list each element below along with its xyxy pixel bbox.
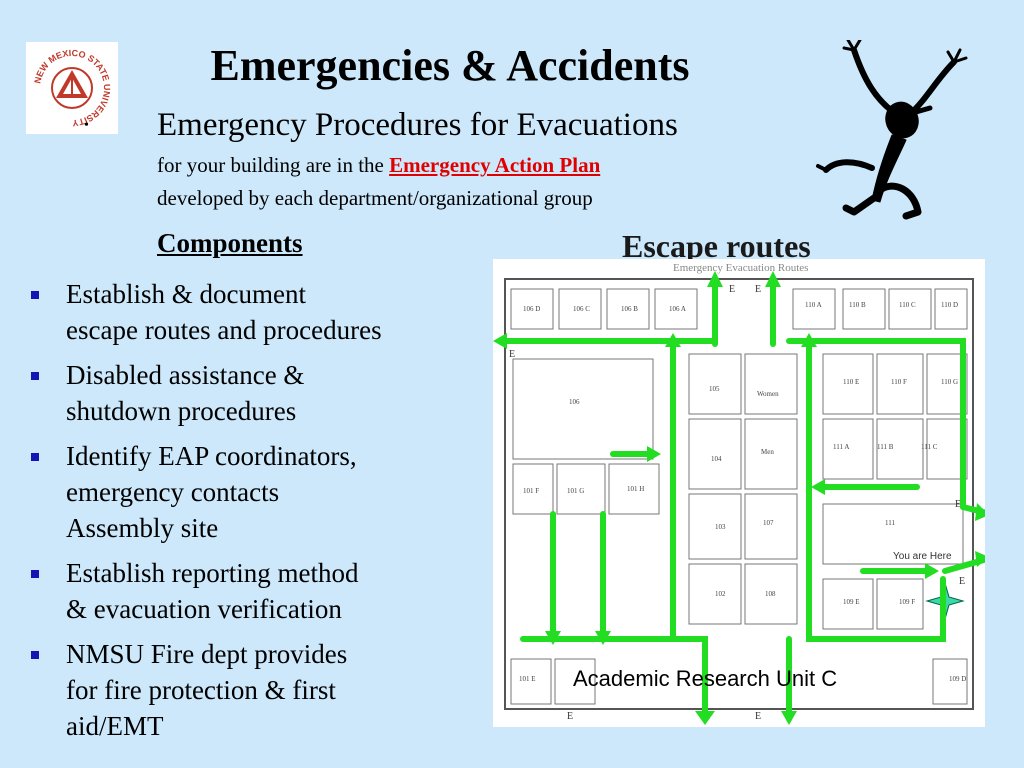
room-label: 103 — [715, 523, 726, 531]
bullet-square-icon — [31, 570, 39, 578]
list-item: NMSU Fire dept provides for fire protect… — [26, 636, 476, 744]
exit-label: E — [509, 349, 515, 360]
evacuation-map: Emergency Evacuation Routes — [493, 259, 990, 727]
list-item: Establish reporting method & evacuation … — [26, 555, 476, 627]
room-label: 106 C — [573, 305, 590, 313]
developed-line: developed by each department/organizatio… — [157, 186, 593, 210]
eap-link[interactable]: Emergency Action Plan — [389, 153, 601, 177]
exit-label: E — [755, 284, 761, 295]
eap-line-prefix: for your building are in the — [157, 153, 390, 177]
exit-label: E — [729, 284, 735, 295]
slide-subtitle: Emergency Procedures for Evacuations — [157, 107, 678, 143]
components-list: Establish & document escape routes and p… — [26, 276, 476, 753]
room-label: Men — [761, 448, 774, 456]
list-item: Disabled assistance & shutdown procedure… — [26, 357, 476, 429]
room-label: 111 — [885, 519, 895, 527]
room-label: 109 D — [949, 675, 966, 683]
room-label: 101 H — [627, 485, 644, 493]
list-item-text: NMSU Fire dept provides for fire protect… — [66, 639, 348, 741]
room-label: 106 B — [621, 305, 638, 313]
bullet-square-icon — [31, 372, 39, 380]
room-label: 110 G — [941, 378, 958, 386]
list-item-text: Establish & document escape routes and p… — [66, 279, 382, 345]
list-item-text: Disabled assistance & shutdown procedure… — [66, 360, 305, 426]
escape-routes-heading: Escape routes — [622, 228, 811, 264]
room-label: 110 D — [941, 301, 958, 309]
map-header: Emergency Evacuation Routes — [673, 262, 808, 274]
slide-title: Emergencies & Accidents — [210, 41, 690, 90]
list-item: Identify EAP coordinators, emergency con… — [26, 438, 476, 546]
floor-plan: Emergency Evacuation Routes — [493, 262, 990, 725]
room-label: 101 G — [567, 487, 584, 495]
bullet-square-icon — [31, 651, 39, 659]
room-label: 102 — [715, 590, 726, 598]
list-item-text: Establish reporting method & evacuation … — [66, 558, 359, 624]
room-label: 105 — [709, 385, 720, 393]
room-label: 110 B — [849, 301, 866, 309]
components-heading: Components — [157, 228, 303, 258]
room-label: 101 F — [523, 487, 539, 495]
bullet-square-icon — [31, 291, 39, 299]
bullet-square-icon — [31, 453, 39, 461]
room-label: 107 — [763, 519, 774, 527]
room-label: 104 — [711, 455, 722, 463]
exit-label: E — [567, 711, 573, 722]
escape-routes — [500, 281, 990, 722]
nmsu-seal-icon: NEW MEXICO STATE UNIVERSITY — [32, 48, 112, 128]
exit-label: E — [959, 576, 965, 587]
room-label: 110 C — [899, 301, 916, 309]
room-label: 109 F — [899, 598, 915, 606]
list-item-text: Identify EAP coordinators, emergency con… — [66, 441, 357, 543]
room-label: 111 A — [833, 443, 849, 451]
you-are-here-label: You are Here — [893, 551, 952, 562]
room-label: 109 E — [843, 598, 860, 606]
list-item: Establish & document escape routes and p… — [26, 276, 476, 348]
map-caption: Academic Research Unit C — [573, 666, 838, 691]
room-label: Women — [757, 390, 779, 398]
room-label: 106 — [569, 398, 580, 406]
room-label: 111 C — [921, 443, 938, 451]
room-label: 110 F — [891, 378, 907, 386]
room-label: 106 D — [523, 305, 540, 313]
room-label: 110 E — [843, 378, 859, 386]
room-label: 111 B — [877, 443, 894, 451]
room-label: 101 E — [519, 675, 536, 683]
jumping-figure-icon — [816, 40, 968, 220]
room-label: 108 — [765, 590, 776, 598]
exit-label: E — [755, 711, 761, 722]
nmsu-logo: NEW MEXICO STATE UNIVERSITY — [26, 42, 118, 134]
exit-label: E — [955, 499, 961, 510]
room-label: 106 A — [669, 305, 686, 313]
route-arrow-icons — [493, 271, 989, 725]
room-label: 110 A — [805, 301, 822, 309]
eap-line: for your building are in the Emergency A… — [157, 153, 600, 178]
subtitle-bullet: • — [84, 118, 89, 133]
